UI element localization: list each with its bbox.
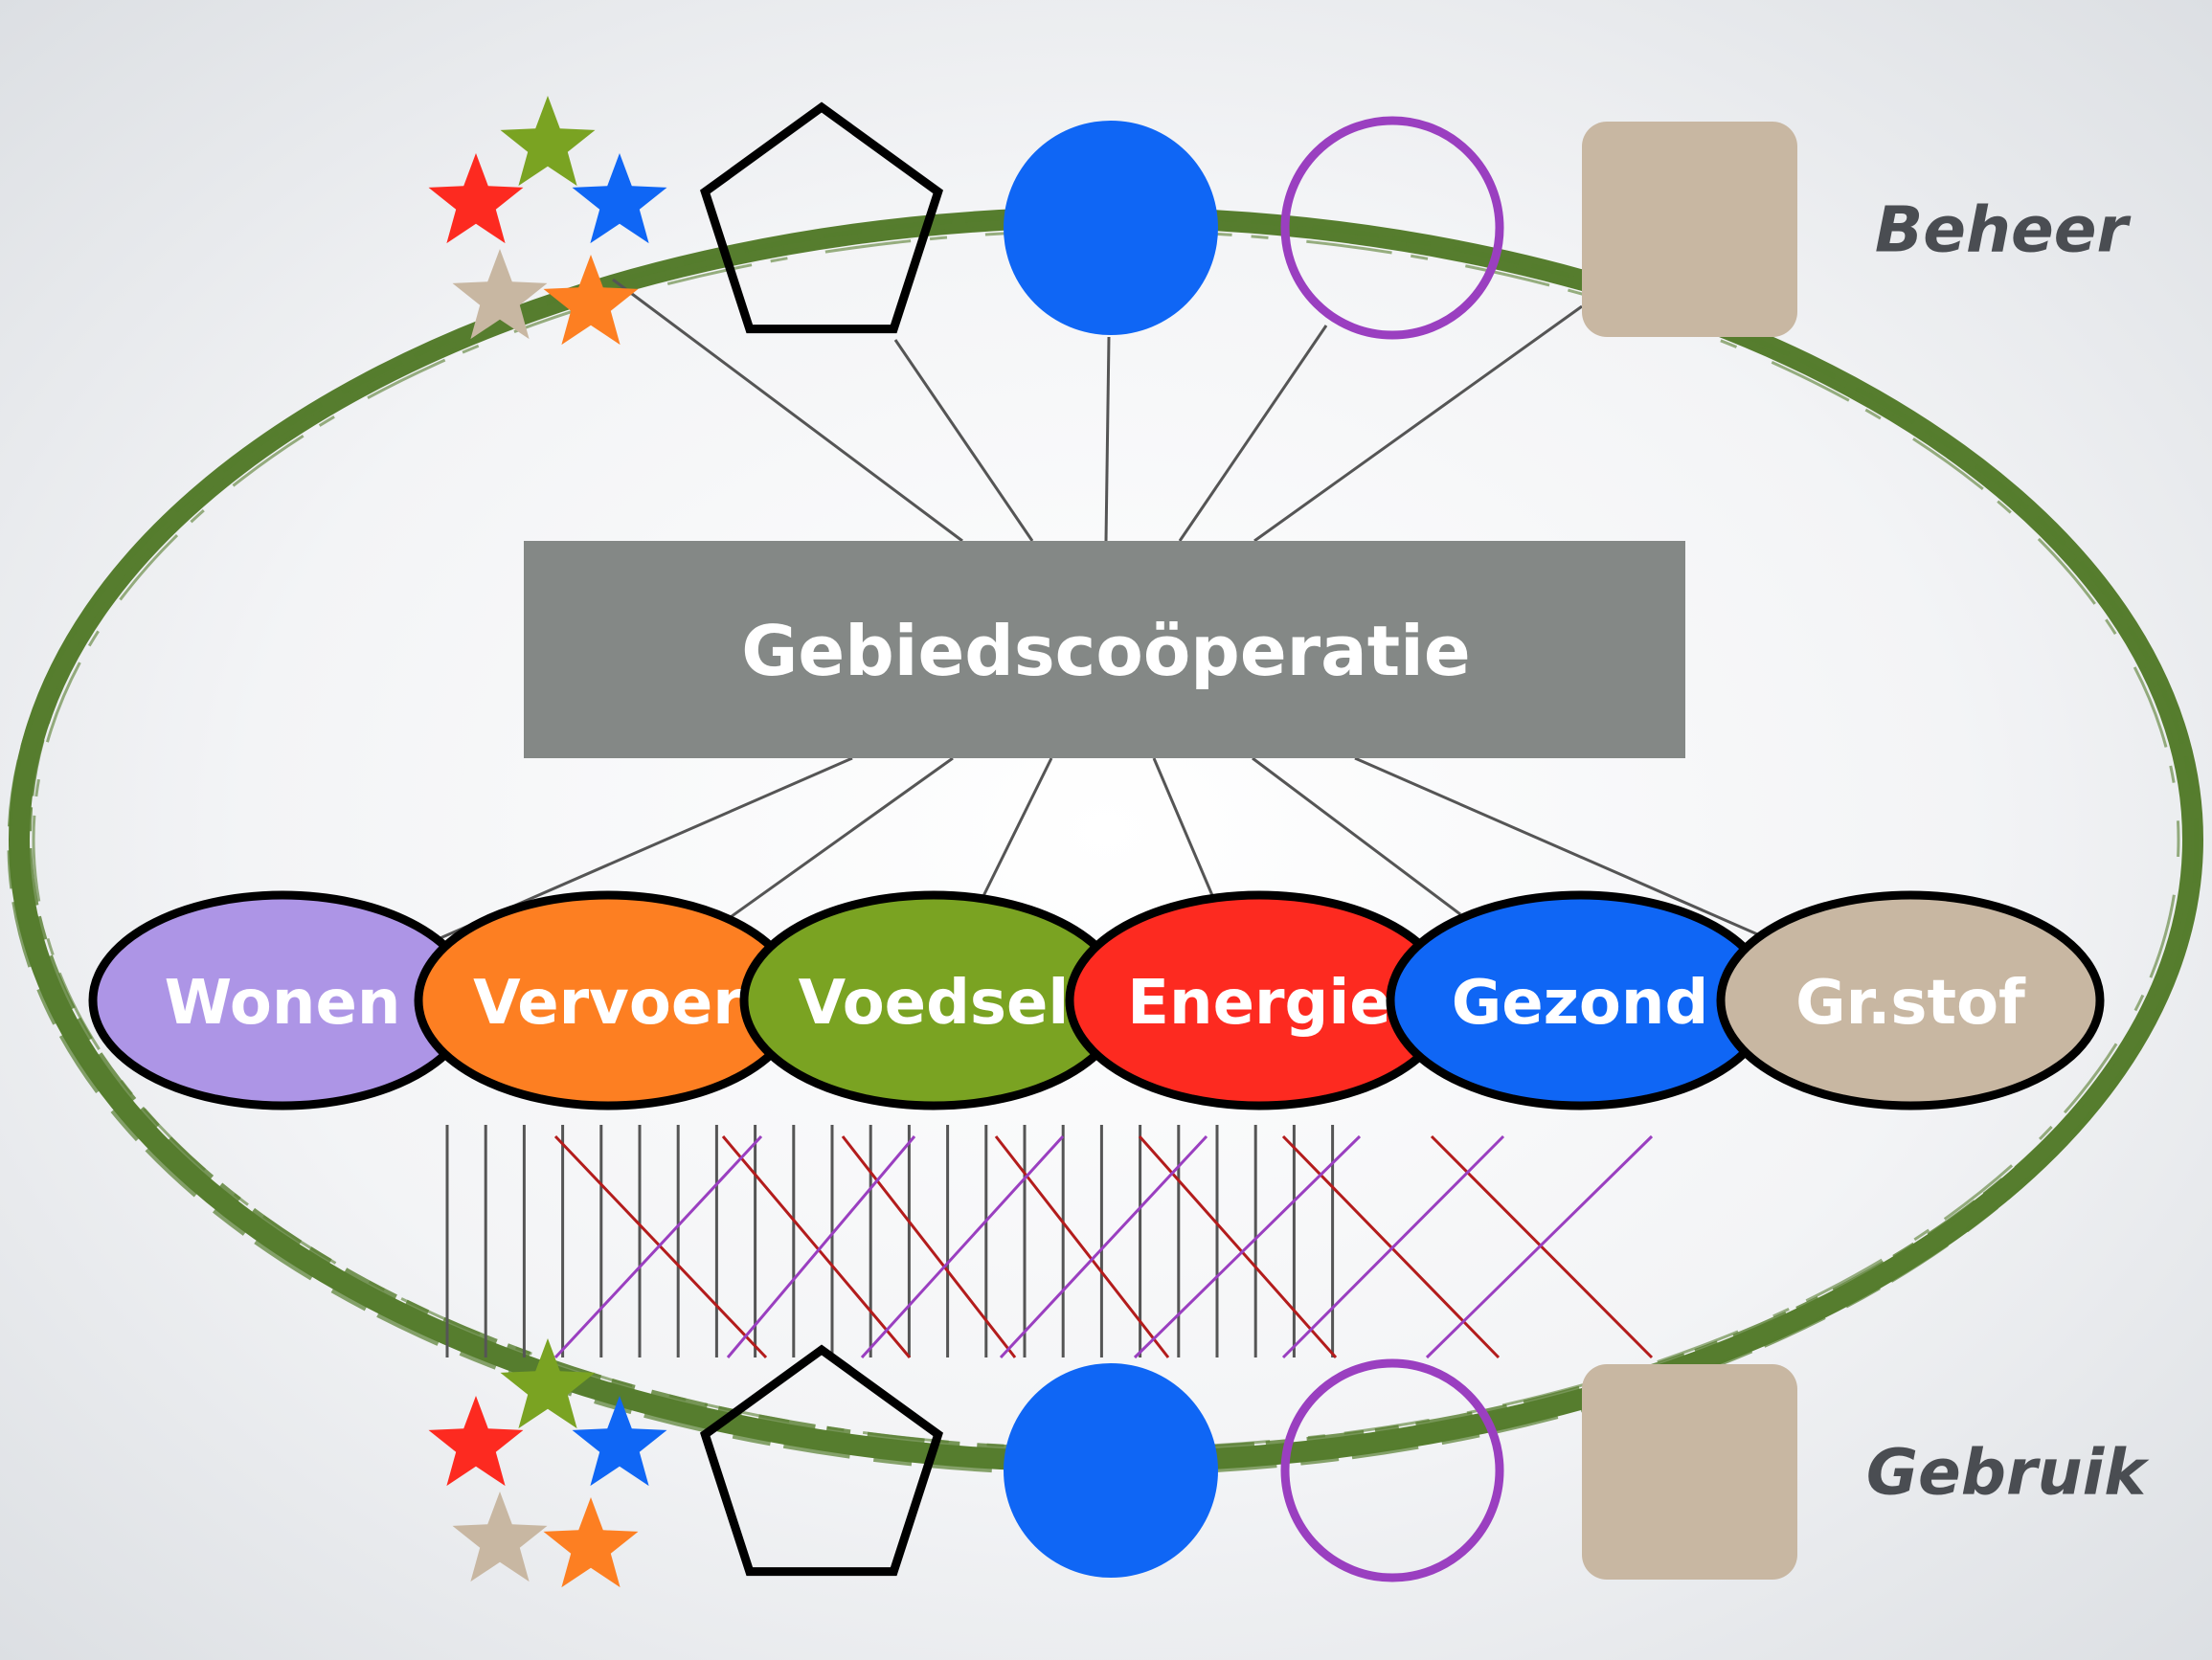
- sector-voedsel: Voedsel: [739, 890, 1128, 1110]
- cross-link-purple: [1281, 1134, 1505, 1359]
- star-icon: [428, 153, 524, 244]
- center-box: Gebiedscoöperatie: [524, 541, 1685, 758]
- purple-ring-icon: [1280, 1358, 1504, 1582]
- connector-vervoer: [727, 756, 954, 921]
- connector-stars: [612, 278, 963, 543]
- sector-label: Vervoer: [473, 968, 743, 1039]
- beheer-label: Beheer: [1875, 193, 2132, 267]
- cross-link-purple: [999, 1134, 1208, 1359]
- star-icon: [572, 1396, 667, 1487]
- cross-link-red: [553, 1134, 768, 1359]
- star-icon: [543, 1497, 639, 1588]
- connector-energie: [1152, 757, 1216, 901]
- sector-gezond: Gezond: [1386, 890, 1774, 1110]
- blue-circle-icon: [1004, 121, 1218, 335]
- sector-ellipses: Wonen Vervoer Voedsel Energie Gezond Gr.stof: [88, 890, 2105, 1110]
- cross-link-purple: [553, 1134, 763, 1359]
- connector-tan-square: [1253, 304, 1583, 543]
- stars-icon: [428, 1338, 667, 1588]
- sector-wonen: Wonen: [88, 890, 477, 1110]
- gebruik-label: Gebruik: [1866, 1436, 2150, 1510]
- cross-link-red: [841, 1135, 1017, 1358]
- cross-link-purple: [1425, 1134, 1654, 1359]
- cross-link-purple: [1133, 1134, 1362, 1359]
- star-icon: [543, 255, 639, 346]
- link-grid: [445, 1125, 1654, 1359]
- sector-vervoer: Vervoer: [414, 890, 802, 1110]
- top-connectors: [612, 278, 1583, 543]
- center-label: Gebiedscoöperatie: [741, 611, 1470, 691]
- sector-ellipse: [1716, 890, 2105, 1110]
- cross-link-red: [994, 1135, 1170, 1358]
- sector-label: Voedsel: [799, 968, 1070, 1039]
- star-icon: [500, 96, 596, 187]
- cross-link-red: [721, 1135, 912, 1358]
- center-box-rect: [524, 541, 1685, 758]
- star-icon: [428, 1396, 524, 1487]
- blue-circle-icon: [1004, 1363, 1218, 1578]
- connector-blue-circle: [1104, 336, 1111, 542]
- sector-label: Wonen: [165, 968, 401, 1039]
- beheer-symbols: [428, 96, 1797, 346]
- connector-pentagon: [893, 339, 1034, 542]
- gebruik-symbols: [428, 1338, 1797, 1588]
- outer-ring: [7, 207, 2203, 1476]
- purple-ring-icon: [1280, 116, 1504, 340]
- star-icon: [452, 249, 548, 340]
- sector-grstof: Gr.stof: [1716, 890, 2105, 1110]
- connector-voedsel: [980, 757, 1053, 901]
- star-icon: [452, 1492, 548, 1582]
- sector-label: Gr.stof: [1795, 968, 2026, 1039]
- stars-icon: [428, 96, 667, 346]
- pentagon-icon: [700, 101, 943, 334]
- sector-label: Gezond: [1452, 968, 1709, 1039]
- cross-link-purple: [860, 1134, 1065, 1359]
- ring-stroke-texture-c: [32, 229, 2180, 1450]
- sector-energie: Energie: [1065, 890, 1454, 1110]
- cross-link-purple: [726, 1135, 916, 1358]
- star-icon: [500, 1338, 596, 1429]
- star-icon: [572, 153, 667, 244]
- connector-gezond: [1252, 756, 1461, 916]
- pentagon-icon: [700, 1344, 943, 1577]
- sector-label: Energie: [1127, 968, 1390, 1039]
- tan-square-icon: [1582, 1364, 1797, 1580]
- tan-square-icon: [1582, 122, 1797, 337]
- connector-grstof: [1354, 756, 1763, 938]
- connector-purple-ring: [1178, 325, 1328, 542]
